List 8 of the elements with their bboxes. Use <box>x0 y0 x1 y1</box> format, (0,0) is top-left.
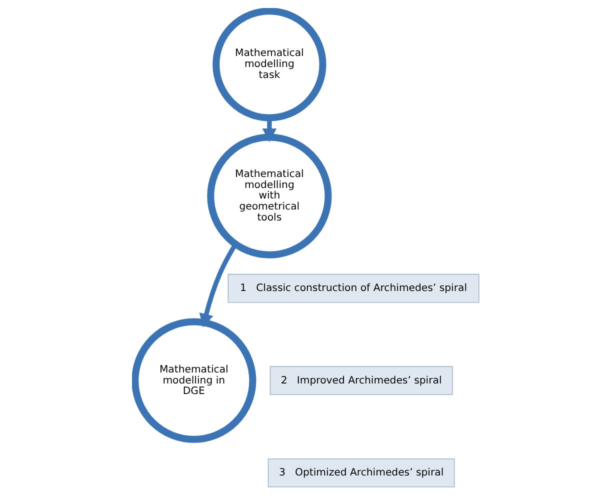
node-circle: Mathematical modelling with geometrical tools <box>207 134 332 258</box>
arrow <box>199 243 238 328</box>
node-circle: Mathematical modelling in DGE <box>132 318 256 443</box>
node-box: 3 Optimized Archimedes’ spiral <box>268 458 455 488</box>
node-box: 2 Improved Archimedes’ spiral <box>270 366 453 395</box>
arrow <box>262 118 277 142</box>
node-circle: Mathematical modelling task <box>212 8 326 122</box>
node-box: 1 Classic construction of Archimedes’ spiral <box>228 274 480 303</box>
